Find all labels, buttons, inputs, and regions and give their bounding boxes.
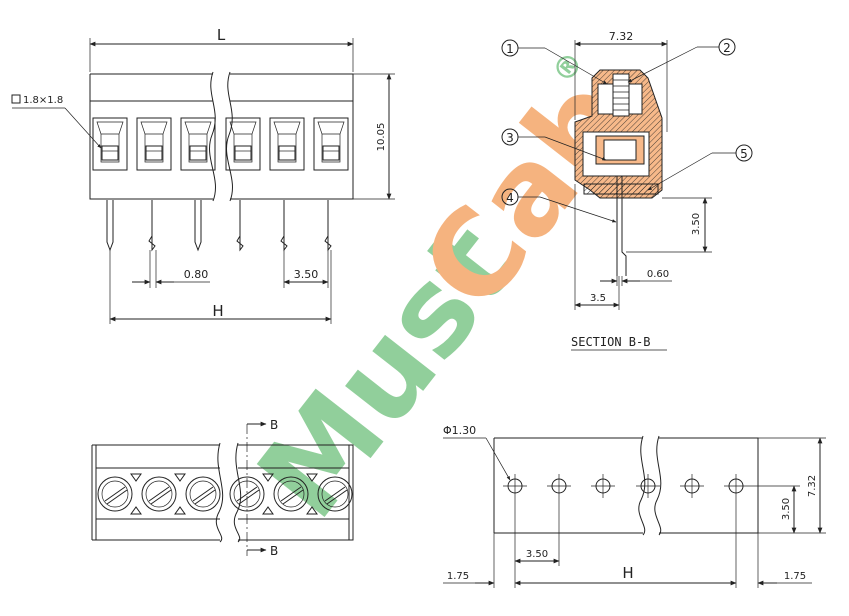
svg-text:2: 2 — [723, 41, 731, 55]
pins — [106, 200, 332, 252]
top-housing-outline — [92, 444, 354, 541]
dim-pin-width-label: 0.80 — [184, 268, 209, 281]
hole-diameter-label: Φ1.30 — [443, 424, 476, 437]
square-symbol — [11, 94, 21, 104]
pcb-dim-row-label: 3.50 — [781, 498, 792, 520]
dim-H-label: H — [212, 302, 223, 320]
dim-pitch-label: 3.50 — [294, 268, 319, 281]
section-dim-pin-height-label: 3.50 — [691, 213, 702, 235]
pcb-dim-pitch-label: 3.50 — [526, 549, 548, 560]
svg-text:1: 1 — [506, 42, 514, 56]
section-pin — [616, 176, 627, 276]
callout-3: 3 — [501, 128, 607, 161]
screw-heads — [97, 476, 353, 512]
pcb-dim-height-label: 7.32 — [807, 475, 818, 497]
section-dim-bottom-label: 3.5 — [590, 293, 606, 304]
front-view: L — [11, 26, 395, 324]
section-title: SECTION B-B — [571, 335, 650, 349]
svg-text:4: 4 — [506, 191, 514, 205]
svg-text:5: 5 — [740, 147, 748, 161]
callout-5: 5 — [647, 144, 753, 191]
arrow-markers — [130, 473, 318, 515]
dim-L-label: L — [217, 26, 226, 44]
callout-2: 2 — [627, 38, 736, 83]
dim-height-label: 10.05 — [376, 123, 387, 152]
pcb-layout: Φ1.30 7.32 3.50 3.50 1.75 H 1.75 — [443, 424, 826, 588]
top-view: B B — [91, 418, 354, 558]
square-size-label: 1.8×1.8 — [23, 95, 63, 106]
pcb-dim-margin-right-label: 1.75 — [784, 571, 806, 582]
svg-text:3: 3 — [506, 131, 514, 145]
callout-4: 4 — [501, 188, 617, 223]
section-mark-top: B — [270, 418, 278, 432]
housing-outline — [89, 73, 354, 200]
section-view: 7.32 1 2 3 — [501, 30, 753, 351]
section-mark-bottom: B — [270, 544, 278, 558]
section-dim-top-label: 7.32 — [609, 30, 634, 43]
section-dim-pin-thickness-label: 0.60 — [647, 269, 669, 280]
pcb-dim-margin-left-label: 1.75 — [447, 571, 469, 582]
wire-openings — [92, 117, 349, 171]
pcb-dim-H-label: H — [622, 564, 633, 582]
callout-1: 1 — [501, 39, 608, 85]
pcb-footprint-outline — [494, 437, 759, 534]
pcb-holes — [503, 474, 748, 498]
break-line — [209, 71, 216, 202]
